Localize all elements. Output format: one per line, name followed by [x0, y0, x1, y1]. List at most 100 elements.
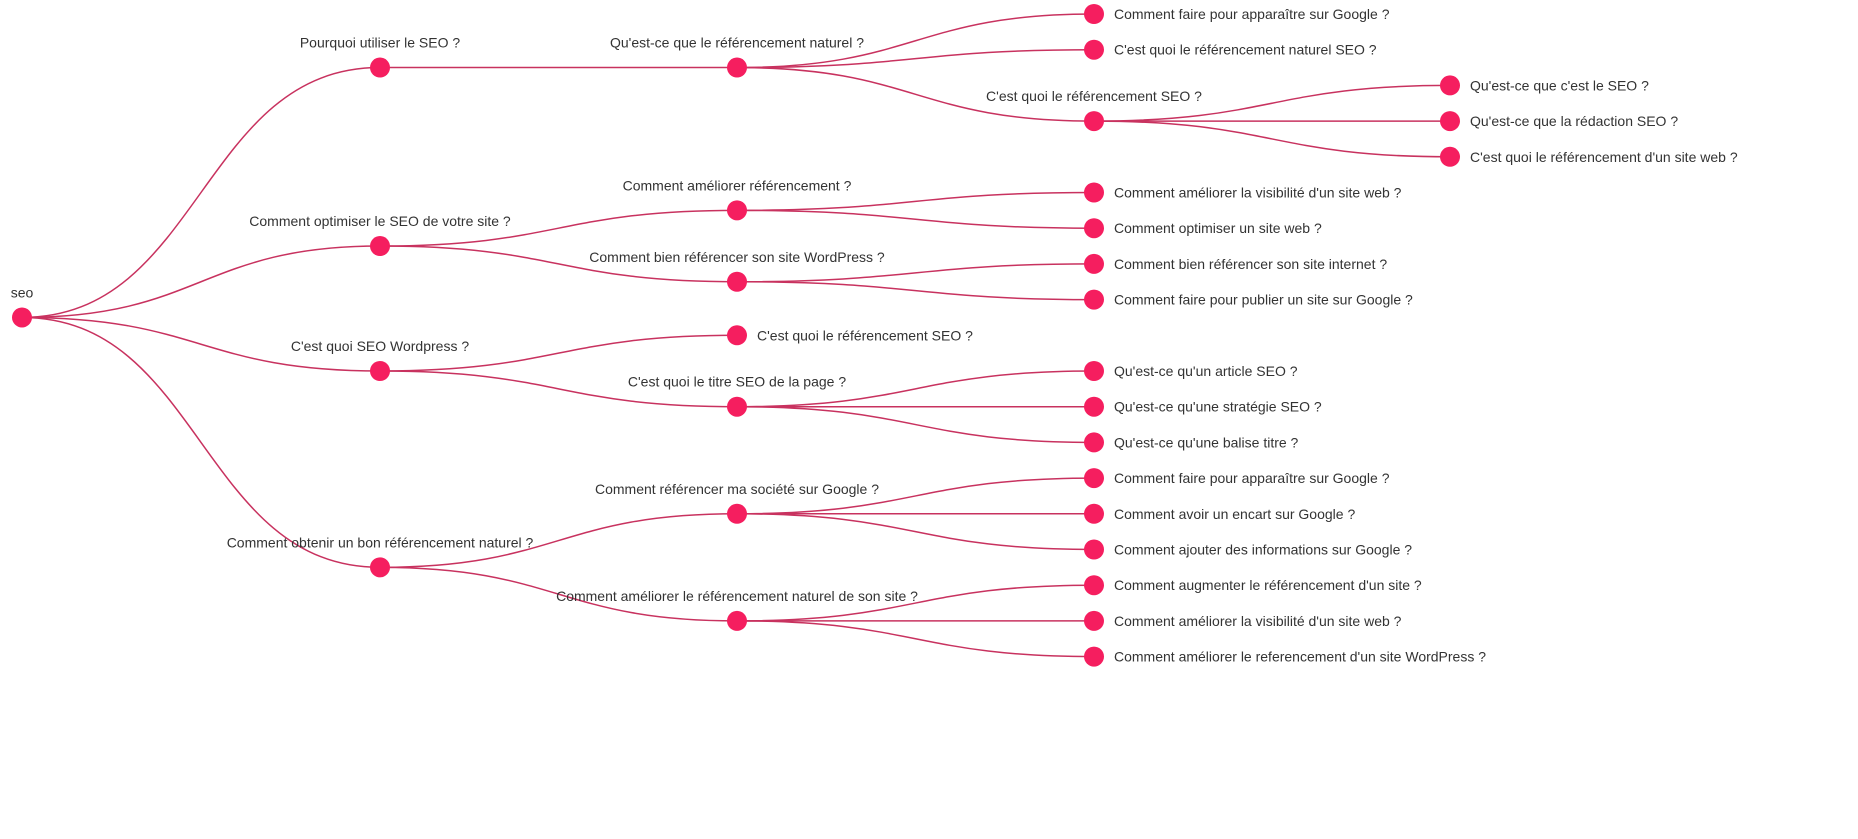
- node-label: C'est quoi le référencement SEO ?: [986, 88, 1202, 104]
- node-dot[interactable]: [1084, 575, 1104, 596]
- node-label: Comment améliorer référencement ?: [623, 177, 852, 193]
- node-label: Comment améliorer la visibilité d'un sit…: [1114, 185, 1402, 201]
- node-dot[interactable]: [727, 57, 747, 78]
- tree-link: [1093, 120, 1451, 158]
- node-dot[interactable]: [1084, 182, 1104, 203]
- tree-node[interactable]: Qu'est-ce que le référencement naturel ?: [610, 35, 864, 78]
- tree-leaf-node[interactable]: Comment augmenter le référencement d'un …: [1084, 575, 1422, 596]
- node-dot[interactable]: [1084, 111, 1104, 132]
- node-dot[interactable]: [12, 307, 32, 328]
- node-dot[interactable]: [1440, 146, 1460, 167]
- node-dot[interactable]: [727, 503, 747, 524]
- node-dot[interactable]: [1084, 396, 1104, 417]
- tree-link: [379, 209, 738, 247]
- tree-leaf-node[interactable]: Comment faire pour apparaître sur Google…: [1084, 4, 1390, 24]
- tree-link: [379, 566, 738, 622]
- node-dot[interactable]: [1084, 539, 1104, 560]
- node-dot[interactable]: [1084, 289, 1104, 310]
- tree-node[interactable]: Comment bien référencer son site WordPre…: [589, 249, 885, 292]
- node-dot[interactable]: [1084, 610, 1104, 631]
- tree-link: [736, 405, 1095, 444]
- node-label: Qu'est-ce que c'est le SEO ?: [1470, 77, 1649, 93]
- tree-link: [21, 316, 381, 569]
- tree-leaf-node[interactable]: Comment optimiser un site web ?: [1084, 218, 1322, 239]
- node-label: Qu'est-ce qu'une stratégie SEO ?: [1114, 399, 1322, 415]
- node-dot[interactable]: [1084, 468, 1104, 489]
- node-label: Qu'est-ce que le référencement naturel ?: [610, 35, 864, 51]
- tree-leaf-node[interactable]: Comment faire pour apparaître sur Google…: [1084, 468, 1390, 489]
- node-dot[interactable]: [727, 396, 747, 417]
- tree-node[interactable]: Comment améliorer référencement ?: [623, 177, 852, 221]
- node-dot[interactable]: [727, 610, 747, 631]
- tree-leaf-node[interactable]: Comment améliorer la visibilité d'un sit…: [1084, 610, 1402, 631]
- tree-link: [736, 513, 1095, 551]
- tree-link: [736, 263, 1095, 283]
- node-dot[interactable]: [727, 271, 747, 292]
- node-dot[interactable]: [1440, 111, 1460, 132]
- node-dot[interactable]: [727, 325, 747, 346]
- tree-leaf-node[interactable]: Qu'est-ce que la rédaction SEO ?: [1440, 111, 1678, 132]
- tree-link: [736, 209, 1095, 229]
- tree-node[interactable]: C'est quoi SEO Wordpress ?: [291, 338, 469, 381]
- node-dot[interactable]: [1084, 218, 1104, 239]
- tree-leaf-node[interactable]: Qu'est-ce que c'est le SEO ?: [1440, 75, 1649, 96]
- node-label: Comment bien référencer son site WordPre…: [589, 249, 885, 265]
- node-dot[interactable]: [1084, 646, 1104, 667]
- tree-leaf-node[interactable]: Comment bien référencer son site interne…: [1084, 253, 1387, 274]
- tree-node[interactable]: Comment référencer ma société sur Google…: [595, 481, 879, 524]
- node-label: Comment optimiser le SEO de votre site ?: [249, 213, 511, 229]
- tree-node[interactable]: Comment optimiser le SEO de votre site ?: [249, 213, 511, 257]
- node-label: C'est quoi le référencement d'un site we…: [1470, 149, 1738, 165]
- tree-node[interactable]: C'est quoi le titre SEO de la page ?: [628, 374, 846, 417]
- node-label: Comment augmenter le référencement d'un …: [1114, 577, 1422, 593]
- node-dot[interactable]: [1084, 4, 1104, 24]
- tree-link: [736, 370, 1095, 408]
- node-dot[interactable]: [1084, 253, 1104, 274]
- tree-leaf-node[interactable]: C'est quoi le référencement naturel SEO …: [1084, 39, 1377, 60]
- node-dot[interactable]: [370, 57, 390, 78]
- node-label: Comment optimiser un site web ?: [1114, 220, 1322, 236]
- node-label: Comment améliorer le referencement d'un …: [1114, 649, 1486, 665]
- node-dot[interactable]: [370, 557, 390, 578]
- tree-leaf-node[interactable]: Comment ajouter des informations sur Goo…: [1084, 539, 1412, 560]
- tree-node[interactable]: Comment obtenir un bon référencement nat…: [227, 534, 534, 578]
- node-label: Pourquoi utiliser le SEO ?: [300, 35, 461, 51]
- tree-link: [736, 66, 1095, 122]
- node-dot[interactable]: [370, 361, 390, 381]
- tree-leaf-node[interactable]: Comment faire pour publier un site sur G…: [1084, 289, 1413, 310]
- node-label: Comment améliorer la visibilité d'un sit…: [1114, 613, 1402, 629]
- tree-link: [21, 66, 381, 319]
- node-dot[interactable]: [727, 200, 747, 221]
- tree-leaf-node[interactable]: Qu'est-ce qu'une balise titre ?: [1084, 432, 1299, 453]
- node-label: C'est quoi le titre SEO de la page ?: [628, 374, 846, 390]
- tree-node[interactable]: C'est quoi le référencement SEO ?: [986, 88, 1202, 132]
- tree-leaf-node[interactable]: C'est quoi le référencement d'un site we…: [1440, 146, 1738, 167]
- tree-leaf-node[interactable]: Comment avoir un encart sur Google ?: [1084, 503, 1355, 524]
- tree-link: [21, 245, 381, 319]
- tree-leaf-node[interactable]: Qu'est-ce qu'un article SEO ?: [1084, 361, 1298, 381]
- node-label: Qu'est-ce que la rédaction SEO ?: [1470, 113, 1678, 129]
- node-label: Qu'est-ce qu'une balise titre ?: [1114, 434, 1299, 450]
- tree-link: [736, 281, 1095, 301]
- tree-link: [736, 620, 1095, 658]
- node-label: Comment bien référencer son site interne…: [1114, 256, 1387, 272]
- node-label: Comment faire pour apparaître sur Google…: [1114, 470, 1390, 486]
- node-dot[interactable]: [370, 236, 390, 257]
- tree-node[interactable]: Comment améliorer le référencement natur…: [556, 588, 918, 631]
- tree-node[interactable]: Pourquoi utiliser le SEO ?: [300, 35, 461, 78]
- node-label: Comment faire pour apparaître sur Google…: [1114, 6, 1390, 22]
- node-dot[interactable]: [1440, 75, 1460, 96]
- node-dot[interactable]: [1084, 432, 1104, 453]
- tree-node[interactable]: seo: [11, 284, 34, 328]
- node-label: Comment améliorer le référencement natur…: [556, 588, 918, 604]
- tree-leaf-node[interactable]: Comment améliorer le referencement d'un …: [1084, 646, 1486, 667]
- tree-leaf-node[interactable]: Qu'est-ce qu'une stratégie SEO ?: [1084, 396, 1322, 417]
- node-dot[interactable]: [1084, 361, 1104, 381]
- tree-leaf-node[interactable]: Comment améliorer la visibilité d'un sit…: [1084, 182, 1402, 203]
- node-label: Comment avoir un encart sur Google ?: [1114, 506, 1355, 522]
- node-dot[interactable]: [1084, 503, 1104, 524]
- node-dot[interactable]: [1084, 39, 1104, 60]
- tree-leaf-node[interactable]: C'est quoi le référencement SEO ?: [727, 325, 973, 346]
- node-label: seo: [11, 284, 34, 300]
